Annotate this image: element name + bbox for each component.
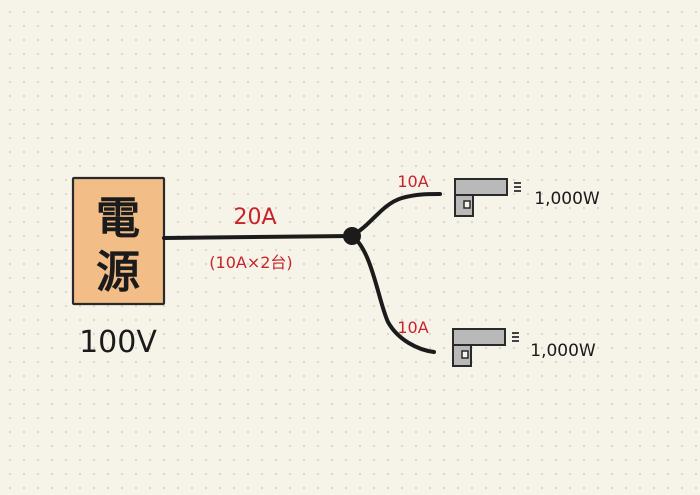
branch-wire-lower (350, 234, 436, 354)
junction-dot (343, 227, 361, 245)
power-source-label-1: 電 (96, 193, 140, 244)
lower-branch-current-label: 10A (397, 318, 428, 337)
lower-device-power-label: 1,000W (530, 341, 596, 361)
upper-branch-current-label: 10A (397, 172, 428, 191)
trunk-wire (162, 234, 354, 240)
power-source-label-2: 源 (96, 247, 140, 298)
trunk-breakdown-label: (10A×2台) (209, 253, 292, 272)
wiring (162, 192, 442, 354)
voltage-label: 100V (79, 325, 157, 360)
trunk-current-label: 20A (233, 205, 276, 230)
power-source: 電 源 (71, 176, 166, 306)
hair-dryer-icon (452, 328, 519, 367)
upper-device-power-label: 1,000W (534, 189, 600, 209)
power-source-box (71, 176, 166, 306)
branch-wire-upper (350, 192, 442, 238)
hair-dryer-icon (454, 178, 521, 217)
